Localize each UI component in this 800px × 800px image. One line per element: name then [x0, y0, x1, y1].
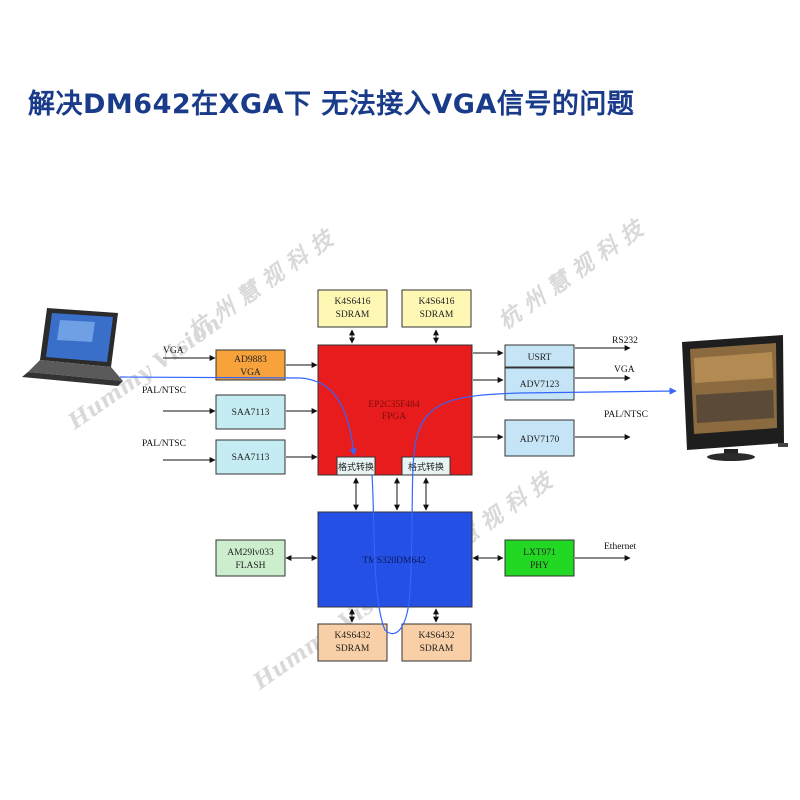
monitor-image: [682, 335, 788, 461]
fpga-block: EP2C35F484 FPGA: [317, 344, 473, 476]
signal-labels: VGA PAL/NTSC PAL/NTSC RS232 VGA PAL/NTSC…: [142, 336, 648, 552]
watermark-cn-2: 杭 州 慧 视 科 技: [494, 214, 651, 335]
signal-pal-ntsc-in-1: PAL/NTSC: [142, 386, 186, 396]
ad9883-line2: VGA: [240, 368, 261, 378]
phy-line1: LXT971: [523, 548, 556, 558]
sdram-bot-1-line2: SDRAM: [336, 644, 370, 654]
adv7170-block: ADV7170: [504, 419, 575, 457]
flash-line2: FLASH: [235, 561, 265, 571]
laptop-image: [22, 308, 123, 386]
dsp-block: TMS320DM642: [317, 511, 473, 608]
usrt-label: USRT: [528, 353, 552, 363]
saa7113-1-label: SAA7113: [232, 408, 270, 418]
fpga-line1: EP2C35F484: [368, 400, 419, 410]
format-convert-1-block: 格式转换: [336, 456, 376, 476]
phy-line2: PHY: [530, 561, 549, 571]
phy-block: LXT971 PHY: [504, 539, 575, 577]
saa7113-1-block: SAA7113: [215, 394, 286, 430]
adv7123-block: ADV7123: [504, 367, 575, 401]
flow-laptop-to-fpga: [119, 376, 357, 456]
sdram-bot-2-block: K4S6432 SDRAM: [401, 623, 472, 662]
sdram-top-2-block: K4S6416 SDRAM: [401, 289, 472, 328]
sdram-top-2-line1: K4S6416: [419, 297, 455, 307]
vga-flow-path: [119, 376, 677, 635]
format-convert-2-label: 格式转换: [408, 461, 444, 473]
saa7113-2-block: SAA7113: [215, 439, 286, 475]
flash-block: AM29lv033 FLASH: [215, 539, 286, 577]
usrt-block: USRT: [504, 344, 575, 368]
format-convert-2-block: 格式转换: [401, 456, 451, 476]
sdram-bot-2-line2: SDRAM: [420, 644, 454, 654]
connection-arrows: [163, 329, 631, 623]
saa7113-2-label: SAA7113: [232, 453, 270, 463]
signal-rs232-out: RS232: [612, 336, 638, 346]
ad9883-block: AD9883 VGA: [215, 349, 286, 381]
sdram-bot-2-line1: K4S6432: [419, 631, 455, 641]
sdram-top-1-line2: SDRAM: [336, 310, 370, 320]
adv7123-label: ADV7123: [520, 380, 560, 390]
ad9883-line1: AD9883: [234, 355, 267, 365]
flash-line1: AM29lv033: [227, 548, 274, 558]
signal-pal-ntsc-out: PAL/NTSC: [604, 410, 648, 420]
signal-vga-in: VGA: [163, 346, 184, 356]
sdram-top-2-line2: SDRAM: [420, 310, 454, 320]
page-title: 解决DM642在XGA下 无法接入VGA信号的问题: [28, 89, 635, 120]
sdram-bot-1-line1: K4S6432: [335, 631, 371, 641]
fpga-line2: FPGA: [382, 412, 406, 422]
flow-fpga-dsp-to-monitor: [371, 387, 677, 635]
signal-vga-out: VGA: [614, 365, 635, 375]
dsp-label: TMS320DM642: [362, 556, 426, 566]
sdram-top-1-line1: K4S6416: [335, 297, 371, 307]
format-convert-1-label: 格式转换: [338, 461, 374, 473]
signal-pal-ntsc-in-2: PAL/NTSC: [142, 439, 186, 449]
adv7170-label: ADV7170: [520, 435, 560, 445]
signal-ethernet-out: Ethernet: [604, 542, 637, 552]
sdram-top-1-block: K4S6416 SDRAM: [317, 289, 388, 328]
sdram-bot-1-block: K4S6432 SDRAM: [317, 623, 388, 662]
